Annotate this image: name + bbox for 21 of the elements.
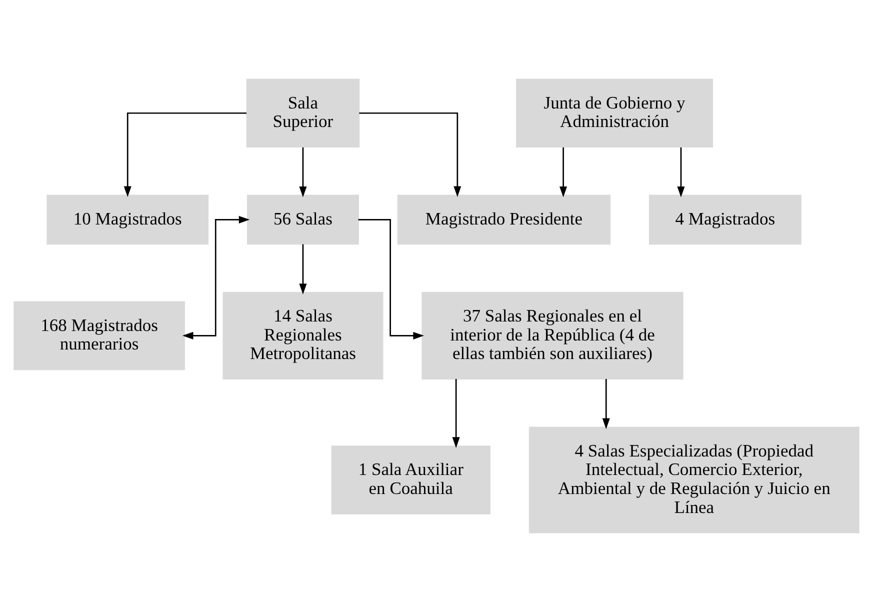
node-box: 56 Salas — [246, 194, 359, 244]
node-box: 14 Salas Regionales Metropolitanas — [222, 291, 384, 379]
arrow — [299, 146, 307, 197]
node-box: 4 Salas Especializadas (Propiedad Intelectual, Comercio Exterior, Ambiental y de Regulación y Juicio en Línea — [528, 426, 860, 533]
node-box: Sala Superior — [246, 78, 360, 148]
node-box: Junta de Gobierno y Administración — [516, 78, 713, 148]
arrow — [602, 378, 610, 429]
node-box: 37 Salas Regionales en el interior de la República (4 de ellas también son auxiliares) — [422, 291, 684, 379]
node-box: 4 Magistrados — [648, 194, 802, 244]
arrow — [677, 146, 685, 197]
arrow — [358, 218, 424, 339]
node-box: Magistrado Presidente — [397, 194, 610, 244]
arrow — [560, 146, 568, 197]
arrow — [452, 378, 460, 448]
arrow — [182, 215, 250, 339]
node-box: 168 Magistrados numerarios — [14, 300, 185, 370]
node-box: 1 Sala Auxiliar en Coahuila — [331, 445, 490, 514]
arrow — [299, 244, 307, 294]
node-box: 10 Magistrados — [46, 194, 209, 244]
arrow — [124, 112, 247, 196]
arrow — [359, 112, 462, 196]
